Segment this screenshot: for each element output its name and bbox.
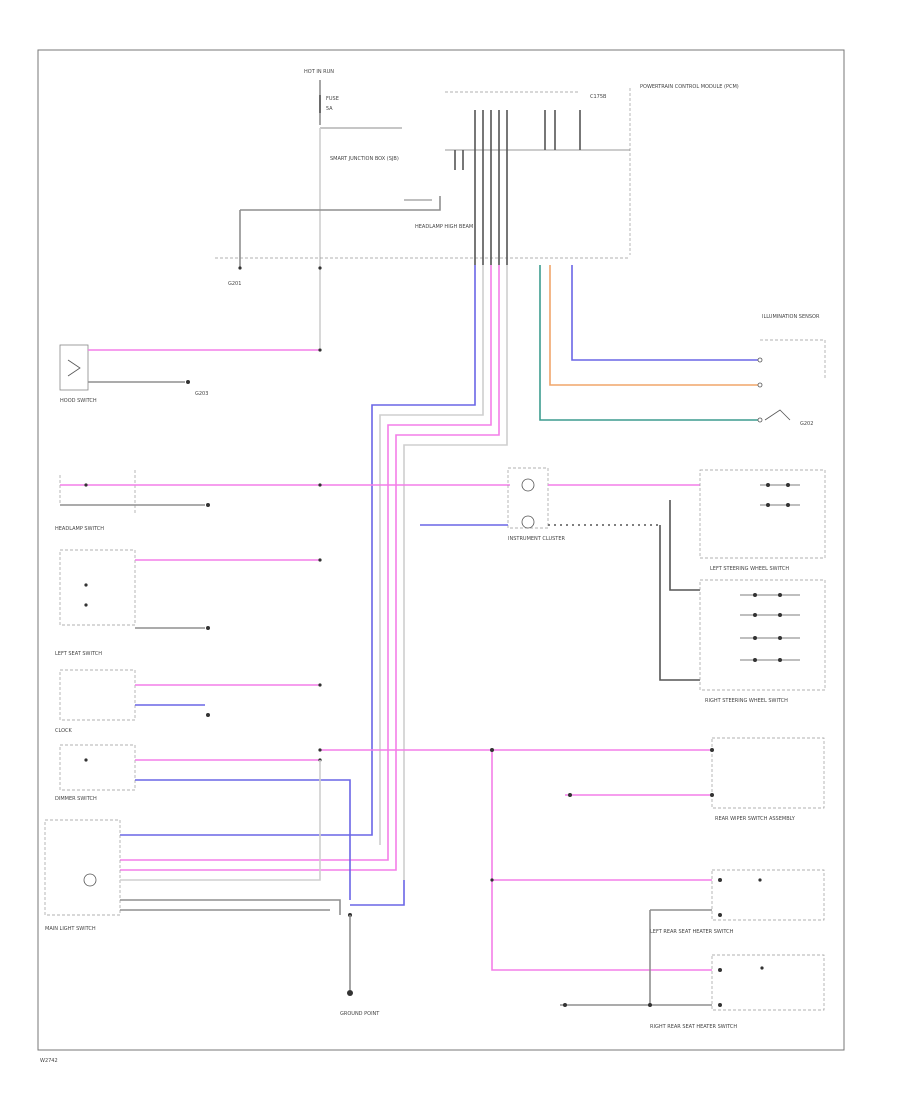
- ground-point-label: GROUND POINT: [340, 1011, 380, 1017]
- left-steering-switch-label: LEFT STEERING WHEEL SWITCH: [710, 566, 789, 572]
- dimmer-switch-label: DIMMER SWITCH: [55, 796, 97, 802]
- ground-g203-label: G203: [195, 391, 208, 397]
- ground-g201-label: G201: [228, 281, 241, 287]
- instrument-cluster: INSTRUMENT CLUSTER: [420, 467, 700, 681]
- right-steering-wheel-switch: RIGHT STEERING WHEEL SWITCH: [699, 579, 826, 704]
- headlamp-switch: HEADLAMP SWITCH: [55, 470, 510, 532]
- left-seat-switch-label: LEFT SEAT SWITCH: [55, 651, 102, 657]
- left-headlamp-label: HEADLAMP HIGH BEAM: [415, 224, 473, 230]
- sjb-label: SMART JUNCTION BOX (SJB): [330, 156, 399, 162]
- hood-switch-label: HOOD SWITCH: [60, 398, 97, 404]
- left-rear-seat-heater-switch: LEFT REAR SEAT HEATER SWITCH: [490, 869, 825, 935]
- ground-g202-label: G202: [800, 421, 813, 427]
- clock-label: CLOCK: [55, 728, 73, 734]
- rear-wiper-switch: REAR WIPER SWITCH ASSEMBLY: [490, 737, 825, 971]
- main-light-switch-label: MAIN LIGHT SWITCH: [45, 926, 96, 932]
- pcm-pins: [454, 110, 581, 265]
- diagram-frame: [37, 49, 845, 1051]
- left-rear-heater-switch-label: LEFT REAR SEAT HEATER SWITCH: [650, 929, 734, 935]
- connector-label: C175B: [590, 94, 607, 100]
- footer-code: W2742: [40, 1058, 58, 1064]
- pcm-module: POWERTRAIN CONTROL MODULE (PCM) C175B HE…: [215, 84, 739, 268]
- fuse-block: HOT IN RUN FUSE 5A SMART JUNCTION BOX (S…: [304, 69, 402, 348]
- pcm-harness-wires: [120, 265, 760, 880]
- illumination-sensor: ILLUMINATION SENSOR G202: [757, 314, 826, 427]
- headlamp-switch-bottom: MAIN LIGHT SWITCH GROUND POINT: [44, 760, 405, 1017]
- hood-switch: HOOD SWITCH G203: [59, 344, 322, 404]
- illumination-sensor-label: ILLUMINATION SENSOR: [762, 314, 820, 320]
- headlamp-switch-label: HEADLAMP SWITCH: [55, 526, 104, 532]
- instrument-cluster-label: INSTRUMENT CLUSTER: [508, 536, 566, 542]
- right-rear-seat-heater-switch: RIGHT REAR SEAT HEATER SWITCH: [560, 910, 825, 1030]
- dimmer-switch: CLOCK: [55, 669, 322, 734]
- right-rear-heater-switch-label: RIGHT REAR SEAT HEATER SWITCH: [650, 1024, 737, 1030]
- main-light-switch: DIMMER SWITCH: [55, 744, 710, 900]
- fuse-amps-label: 5A: [326, 106, 333, 112]
- hot-in-run-label: HOT IN RUN: [304, 69, 334, 75]
- rear-wiper-switch-label: REAR WIPER SWITCH ASSEMBLY: [715, 816, 796, 822]
- left-steering-wheel-switch: LEFT STEERING WHEEL SWITCH: [699, 469, 826, 572]
- right-steering-switch-label: RIGHT STEERING WHEEL SWITCH: [705, 698, 788, 704]
- left-seat-switch: LEFT SEAT SWITCH: [55, 549, 322, 657]
- fuse-label: FUSE: [326, 96, 339, 102]
- pcm-header-label: POWERTRAIN CONTROL MODULE (PCM): [640, 84, 739, 90]
